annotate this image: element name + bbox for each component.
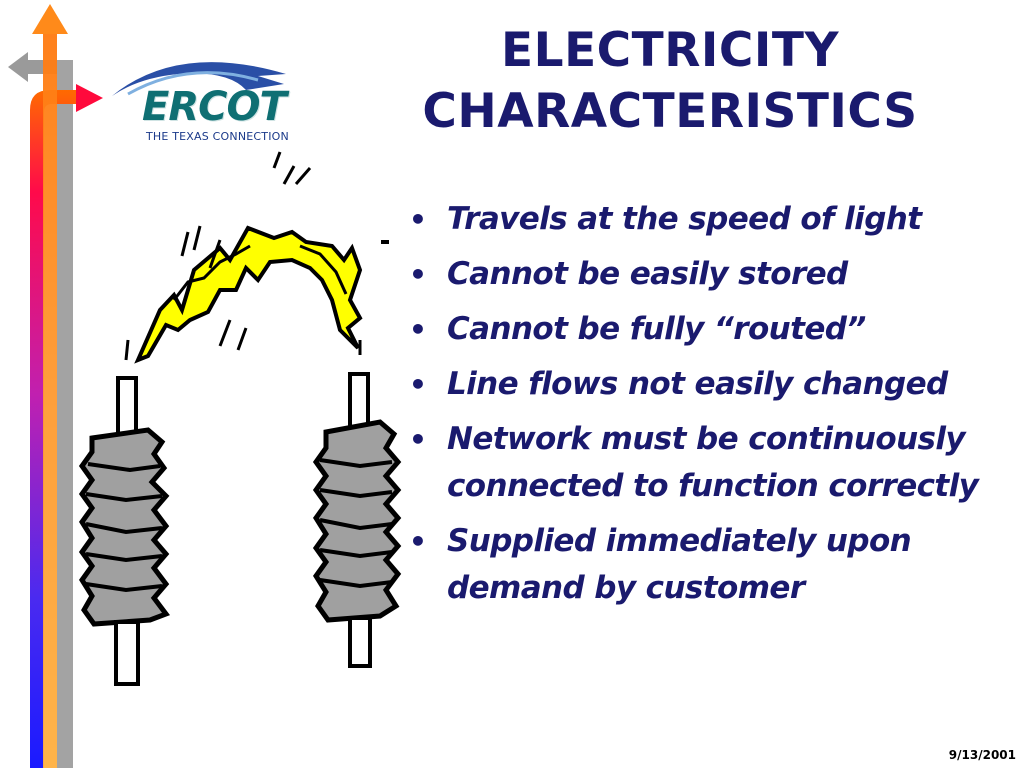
electric-arc-icon <box>124 151 389 364</box>
bullet-text: Network must be continuously connected t… <box>447 421 979 504</box>
axis-arrows-decoration <box>8 4 103 768</box>
logo-wordmark: ERCOT <box>142 84 287 130</box>
right-insulator-icon <box>312 372 402 668</box>
left-insulator-icon <box>78 376 171 686</box>
insulators-with-electric-arc <box>78 151 402 686</box>
bullet-symbol: • <box>409 423 427 456</box>
bullet-item: • Supplied immediately upon demand by cu… <box>405 518 1015 612</box>
slide-title: ELECTRICITY CHARACTERISTICS <box>350 20 990 142</box>
logo-swoosh-icon <box>112 62 286 96</box>
bullet-symbol: • <box>409 203 427 236</box>
bullet-item: • Travels at the speed of light <box>405 196 1015 243</box>
red-arrow-icon <box>76 84 103 112</box>
bullet-symbol: • <box>409 313 427 346</box>
bullet-text: Cannot be easily stored <box>447 256 848 292</box>
bullet-text: Travels at the speed of light <box>447 201 922 237</box>
title-line-1: ELECTRICITY <box>501 23 839 78</box>
bullet-text: Cannot be fully “routed” <box>447 311 866 347</box>
logo-tagline: THE TEXAS CONNECTION <box>146 130 289 143</box>
bullet-symbol: • <box>409 258 427 291</box>
slide-date: 9/13/2001 <box>948 748 1016 762</box>
bullet-symbol: • <box>409 368 427 401</box>
bullet-item: • Line flows not easily changed <box>405 361 1015 408</box>
bullet-text: Line flows not easily changed <box>447 366 948 402</box>
bullet-symbol: • <box>409 525 427 558</box>
bullet-list: • Travels at the speed of light • Cannot… <box>405 196 1015 620</box>
ercot-logo: ERCOT THE TEXAS CONNECTION <box>108 50 308 150</box>
orange-arrow-icon <box>32 4 68 34</box>
bullet-item: • Cannot be easily stored <box>405 251 1015 298</box>
bullet-text: Supplied immediately upon demand by cust… <box>447 523 912 606</box>
grey-arrow-icon <box>8 52 58 82</box>
bullet-item: • Cannot be fully “routed” <box>405 306 1015 353</box>
bullet-item: • Network must be continuously connected… <box>405 416 1015 510</box>
title-line-2: CHARACTERISTICS <box>422 84 918 139</box>
